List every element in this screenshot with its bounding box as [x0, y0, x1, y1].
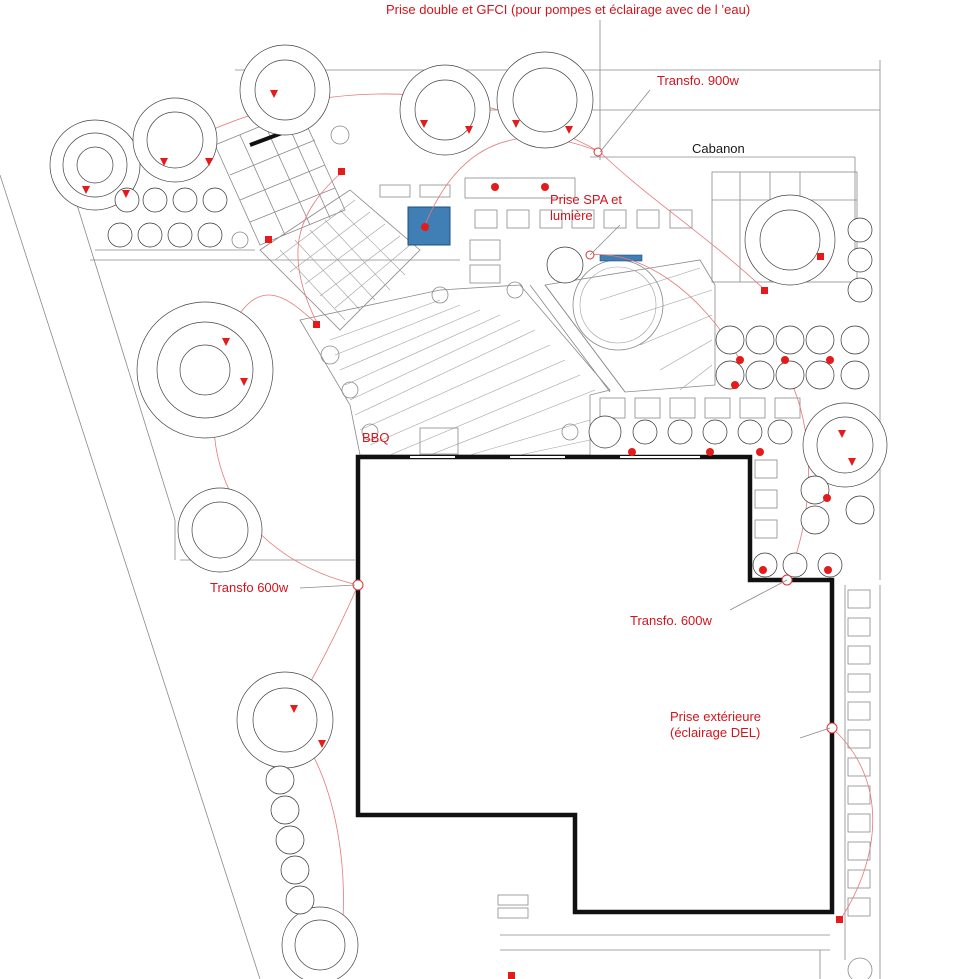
- tree-canopy-icon: [49, 44, 888, 979]
- exterior-outlet-label-line2: (éclairage DEL): [670, 725, 761, 740]
- house-outline: [355, 454, 835, 915]
- stepping-stones: [379, 177, 871, 919]
- spa-label-line1: Prise SPA et: [550, 192, 623, 207]
- posts: [231, 125, 873, 979]
- transfo-600-right-label: Transfo. 600w: [630, 613, 712, 628]
- deck: [299, 259, 716, 456]
- paving: [259, 189, 421, 331]
- exterior-outlet-label-line1: Prise extérieure: [670, 709, 762, 724]
- leader-lines: [299, 89, 831, 739]
- light-point-icon: [82, 90, 856, 748]
- spa-water: [407, 206, 451, 246]
- property-lines: [0, 20, 881, 979]
- water-feature: [599, 254, 643, 262]
- transfo-600-left-label: Transfo 600w: [210, 580, 289, 595]
- gfci-label: Prise double et GFCI (pour pompes et écl…: [386, 2, 751, 17]
- cabanon-label: Cabanon: [692, 141, 745, 156]
- spa-label-line2: lumière: [550, 208, 593, 223]
- transfo-900-label: Transfo. 900w: [657, 73, 739, 88]
- shrub-icon: [107, 187, 875, 915]
- bbq-label: BBQ: [362, 430, 390, 445]
